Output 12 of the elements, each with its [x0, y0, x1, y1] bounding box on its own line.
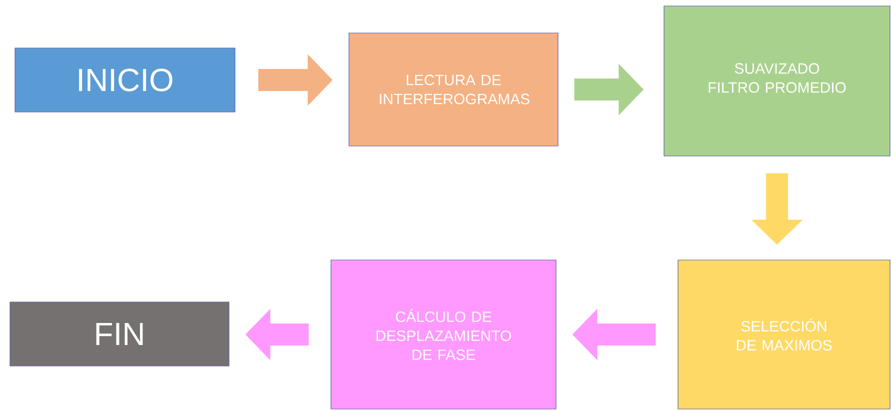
- process-box: [348, 32, 558, 146]
- process-box: [678, 260, 890, 410]
- box-label: INICIO: [79, 68, 172, 92]
- box-label: SELECCIÓN DE MAXIMOS: [736, 318, 832, 351]
- process-box: [14, 48, 236, 112]
- box-label: FIN: [96, 323, 143, 345]
- process-box: [10, 302, 230, 366]
- box-label: CÁLCULO DE DESPLAZAMIENTO DE FASE: [376, 308, 511, 360]
- box-label: LECTURA DE INTERFEROGRAMAS: [380, 74, 530, 104]
- process-box: [664, 6, 890, 156]
- process-box: [330, 260, 556, 410]
- box-label: SUAVIZADO FILTRO PROMEDIO: [708, 63, 846, 93]
